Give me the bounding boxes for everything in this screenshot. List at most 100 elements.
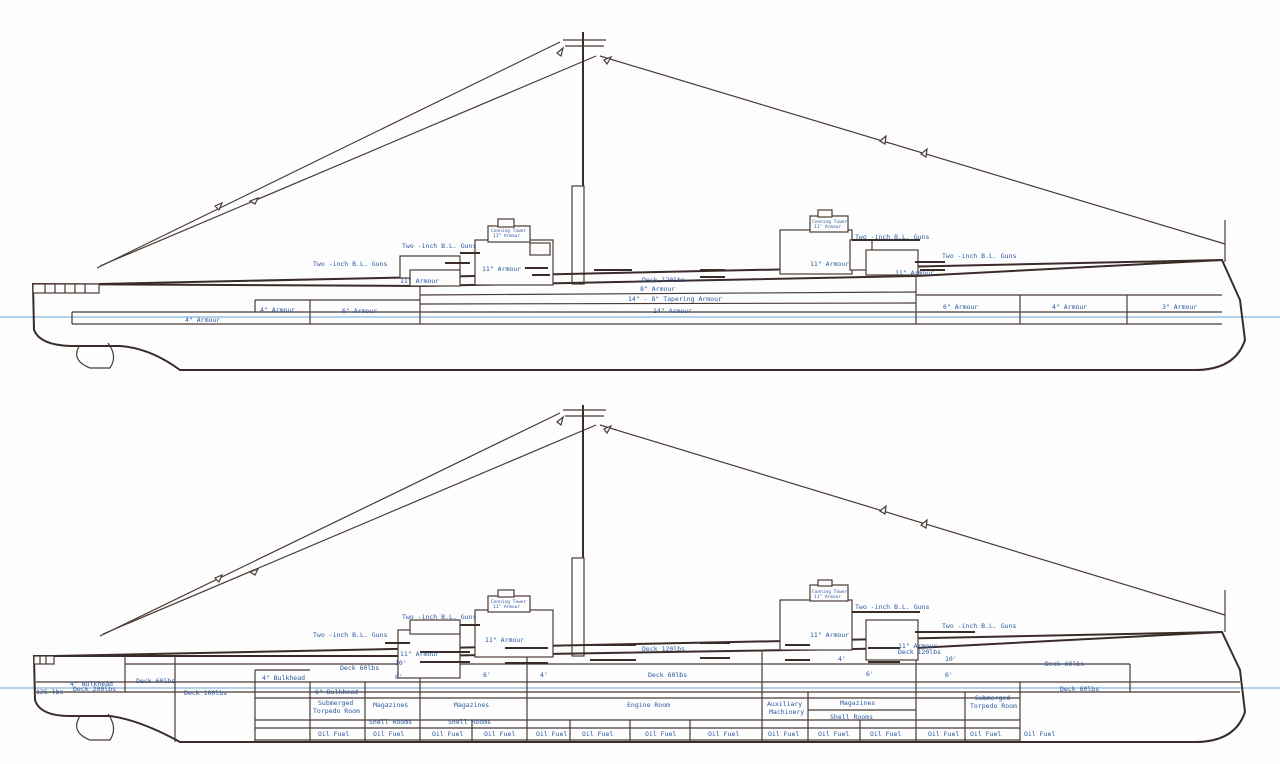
bottom-rigging [99,412,1226,637]
bottom-hull [32,630,1247,743]
top-fwd-4in-upper: 4" Armour [260,306,295,314]
bottom-deck-200-bow: Deck 200lbs [73,685,116,693]
bottom-deck-60-aft-upper: Deck 60lbs [1045,660,1084,668]
bottom-deck-120-aft: Deck 120lbs [898,648,941,656]
bottom-gun-label-aft-upper: Two -inch B.L. Guns [855,603,929,611]
bottom-magazines-aft: Magazines [840,699,875,707]
oil-fuel-4: Oil Fuel [484,730,515,738]
oil-fuel-12: Oil Fuel [928,730,959,738]
bottom-shell-rooms-aft: Shell Rooms [830,713,873,721]
top-barbette-aft-1: 11" Armour [810,260,849,268]
top-gun-label-fwd-lower: Two -inch B.L. Guns [313,260,387,268]
oil-fuel-10: Oil Fuel [818,730,849,738]
top-gun-label-aft-upper: Two -inch B.L. Guns [855,233,929,241]
top-rigging [96,41,1226,269]
oil-fuel-9: Oil Fuel [768,730,799,738]
top-fwd-4in-lower: 4" Armour [185,316,220,324]
bottom-barbette-aft-2: 11" Armour [898,642,937,650]
top-fwd-6in: 6" Armour [342,307,377,315]
plate-10-aft: 10' [945,655,957,663]
bottom-profile: Two -inch B.L. Guns Two -inch B.L. Guns … [0,405,1280,743]
bottom-superstructure-aft [700,579,975,663]
top-deck-line [98,259,1223,285]
bottom-bulkhead-4in-bow: 4" Bulkhead [70,680,113,688]
bottom-barbette-fwd-1: 11" Armour [485,636,524,644]
bottom-barbette-fwd-2: 11" Armour [400,650,439,658]
top-superstructure-aft [594,209,945,278]
top-barbette-fwd-1: 11" Armour [482,265,521,273]
bottom-bulkhead-6in-fwd: 6" Bulkhead [315,688,358,696]
oil-fuel-1: Oil Fuel [318,730,349,738]
top-profile: Two -inch B.L. Guns Two -inch B.L. Guns … [0,32,1280,371]
bottom-conning-tower-fwd-2: 11" Armour [493,604,520,610]
bottom-mast [563,405,1226,657]
bottom-gun-label-aft-lower: Two -inch B.L. Guns [942,622,1016,630]
bottom-shell-rooms-fwd-2: Shell Rooms [448,718,491,726]
bottom-magazines-fwd-2: Magazines [454,701,489,709]
oil-fuel-5: Oil Fuel [536,730,567,738]
bottom-engine-room: Engine Room [627,701,670,709]
bottom-weight-125: 125 lbs [36,688,63,696]
plate-6-aft-2: 6' [945,671,953,679]
bottom-sub-torp-aft-2: Torpedo Room [970,702,1017,710]
top-conning-tower-aft-1: Conning Tower [812,219,848,225]
bottom-conning-tower-fwd-1: Conning Tower [491,599,527,605]
top-armour-belts [71,270,1222,325]
top-barbette-aft-2: 11" Armour [895,269,934,277]
bottom-sub-torp-aft-1: Submerged [975,694,1010,702]
oil-fuel-14: Oil Fuel [1024,730,1055,738]
top-aft-3in: 3" Armour [1162,303,1197,311]
plate-6-fwd-1: 6' [395,673,403,681]
bottom-sub-torp-fwd-1: Submerged [318,699,353,707]
top-conning-tower-fwd-2: 11" Armour [493,233,520,239]
top-aft-4in: 4" Armour [1052,303,1087,311]
bottom-deck-60-mid: Deck 60lbs [340,664,379,672]
plate-4-mid: 4' [540,671,548,679]
top-mast [563,32,1226,285]
bottom-magazines-fwd-1: Magazines [373,701,408,709]
top-forecastle [32,283,100,294]
oil-fuel-3: Oil Fuel [432,730,463,738]
plate-6-fwd-2: 6' [483,671,491,679]
bottom-deck-100-fwd: Deck 100lbs [184,689,227,697]
top-conning-tower-fwd-1: Conning Tower [491,228,527,234]
bottom-superstructure-fwd [385,589,636,679]
top-conning-tower-aft-2: 11" Armour [814,224,841,230]
oil-fuel-13: Oil Fuel [970,730,1001,738]
top-hull [31,258,1247,371]
bottom-deck-60-aft-lower: Deck 60lbs [1060,685,1099,693]
bottom-barbette-aft-1: 11" Armour [810,631,849,639]
oil-fuel-8: Oil Fuel [708,730,739,738]
top-aft-6in: 6" Armour [943,303,978,311]
plate-10-fwd: 10' [395,659,407,667]
bottom-gun-label-fwd-lower: Two -inch B.L. Guns [313,631,387,639]
bottom-upper-deck [53,631,1223,657]
bottom-conning-tower-aft-1: Conning Tower [812,589,848,595]
bottom-deck-120-mid: Deck 120lbs [642,645,685,653]
bottom-bulkhead-4in-fwd: 4" Bulkhead [262,674,305,682]
plate-6-aft-1: 6' [866,670,874,678]
oil-fuel-2: Oil Fuel [373,730,404,738]
top-barbette-fwd-2: 11" Armour [400,277,439,285]
bottom-shell-rooms-fwd-1: Shell Rooms [369,718,412,726]
bottom-gun-label-fwd-upper: Two -inch B.L. Guns [402,613,476,621]
bottom-conning-tower-aft-2: 11" Armour [814,594,841,600]
oil-fuel-11: Oil Fuel [870,730,901,738]
bottom-aux-machinery-1: Auxiliary [767,700,802,708]
top-gun-label-fwd-upper: Two -inch B.L. Guns [402,242,476,250]
oil-fuel-6: Oil Fuel [582,730,613,738]
bottom-deck-60-engine: Deck 60lbs [648,671,687,679]
oil-fuel-7: Oil Fuel [645,730,676,738]
bottom-deck-60-fwd: Deck 60lbs [136,677,175,685]
top-belt-main: 14" Armour [653,307,692,315]
top-superstructure-fwd [399,218,554,287]
plate-4-aft: 4' [838,655,846,663]
top-gun-label-aft-lower: Two -inch B.L. Guns [942,252,1016,260]
bottom-sub-torp-fwd-2: Torpedo Room [313,707,360,715]
top-deck-label: Deck 120lbs [642,276,685,284]
top-belt-upper: 8" Armour [640,285,675,293]
top-belt-tapering: 14" - 8" Tapering Armour [628,295,722,303]
bottom-aux-machinery-2: Machinery [769,708,804,716]
